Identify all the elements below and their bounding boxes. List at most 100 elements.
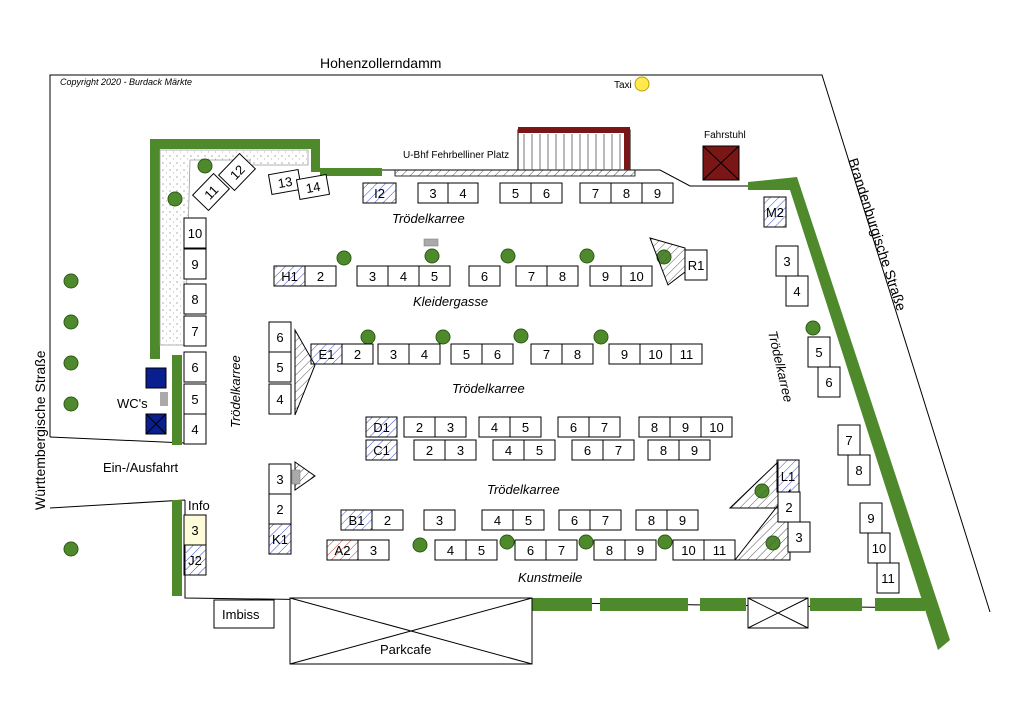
stall-label: 5: [463, 347, 470, 362]
stall-m-10: 10: [867, 532, 891, 564]
stall-c-3: 3: [444, 439, 477, 461]
stall-e-6: 6: [481, 343, 514, 365]
parkcafe-label: Parkcafe: [380, 642, 431, 657]
stall-label: 8: [574, 347, 581, 362]
stall-label: 7: [543, 347, 550, 362]
stall-label: 3: [447, 420, 454, 435]
stall-label: 6: [825, 375, 832, 390]
gray-marker: [291, 469, 301, 485]
stall-a-7: 7: [545, 539, 578, 561]
stall-label: 9: [637, 543, 644, 558]
stall-label: D1: [373, 420, 390, 435]
stall-label: 7: [558, 543, 565, 558]
stall-label: 3: [429, 186, 436, 201]
stall-label: 3: [276, 472, 283, 487]
stall-g-9: 9: [183, 248, 207, 280]
stall-b-B1: B1: [340, 509, 373, 531]
triangles: [294, 237, 791, 561]
stall-label: 4: [191, 422, 198, 437]
stall-m-8: 8: [847, 454, 871, 486]
stall-label: 4: [421, 347, 428, 362]
area-troedel-left: Trödelkarree: [228, 355, 243, 428]
stall-label: 5: [525, 513, 532, 528]
stall-label: 9: [191, 257, 198, 272]
stall-label: 5: [815, 345, 822, 360]
area-troedel-right: Trödelkarree: [765, 329, 796, 403]
stall-label: 5: [522, 420, 529, 435]
stall-c-7: 7: [602, 439, 635, 461]
stall-label: 5: [478, 543, 485, 558]
stall-b-6: 6: [558, 509, 591, 531]
stall-label: 2: [785, 500, 792, 515]
stall-f-5: 5: [268, 351, 292, 383]
stall-d-3: 3: [434, 416, 467, 438]
stall-h-8: 8: [546, 265, 579, 287]
stall-label: 11: [881, 571, 895, 586]
stall-label: A2: [335, 543, 351, 558]
stall-label: 9: [691, 443, 698, 458]
street-west: Württembergische Straße: [32, 350, 48, 510]
wc-block: [145, 367, 168, 435]
stall-label: 8: [855, 463, 862, 478]
stall-label: 8: [623, 186, 630, 201]
ubhf-label: U-Bhf Fehrbelliner Platz: [403, 150, 509, 161]
stall-label: 10: [629, 269, 643, 284]
stall-g-7: 7: [183, 315, 207, 347]
stall-k-3: 3: [268, 463, 292, 495]
stall-h-10: 10: [620, 265, 653, 287]
stall-h-6: 6: [468, 265, 501, 287]
stall-e-10: 10: [639, 343, 672, 365]
stall-a-8: 8: [593, 539, 626, 561]
stall-label: E1: [319, 347, 335, 362]
stall-g-12: 12: [217, 152, 257, 192]
einausfahrt-label: Ein-/Ausfahrt: [103, 460, 179, 475]
stall-b-7: 7: [589, 509, 622, 531]
hedges: [150, 139, 950, 650]
stall-c-6: 6: [571, 439, 604, 461]
stall-label: 3: [457, 443, 464, 458]
stall-label: 3: [370, 543, 377, 558]
stall-label: 3: [390, 347, 397, 362]
stall-label: M2: [766, 205, 784, 220]
stall-b-5: 5: [512, 509, 545, 531]
stall-label: 4: [447, 543, 454, 558]
stall-label: 7: [191, 324, 198, 339]
stall-label: 7: [601, 420, 608, 435]
stall-label: 6: [276, 330, 283, 345]
stall-h-9: 9: [589, 265, 622, 287]
stall-i-7: 7: [579, 182, 612, 204]
stall-label: 4: [459, 186, 466, 201]
stall-a-4: 4: [434, 539, 467, 561]
stall-label: 4: [494, 513, 501, 528]
stall-label: 5: [276, 360, 283, 375]
stall-a-5: 5: [465, 539, 498, 561]
stall-label: 10: [681, 543, 695, 558]
stall-c-2: 2: [413, 439, 446, 461]
stall-label: I2: [374, 186, 385, 201]
fahrstuhl-box: [702, 145, 740, 181]
stall-h-H1: H1: [273, 265, 306, 287]
stall-label: H1: [281, 269, 298, 284]
stall-e-8: 8: [561, 343, 594, 365]
stall-label: 5: [191, 392, 198, 407]
stall-label: 9: [621, 347, 628, 362]
fahrstuhl-label: Fahrstuhl: [704, 130, 746, 141]
stall-label: 2: [426, 443, 433, 458]
stall-label: J2: [188, 553, 202, 568]
stall-i-6: 6: [530, 182, 563, 204]
stall-b-4: 4: [481, 509, 514, 531]
stall-label: 6: [543, 186, 550, 201]
stall-label: 3: [436, 513, 443, 528]
stall-label: 6: [571, 513, 578, 528]
stall-c-8: 8: [647, 439, 680, 461]
stall-a-9: 9: [624, 539, 657, 561]
stall-label: 2: [276, 502, 283, 517]
stall-b-2: 2: [371, 509, 404, 531]
dotted-area: [159, 149, 309, 346]
stall-label: 3: [783, 254, 790, 269]
stall-g-14: 14: [295, 173, 331, 201]
stall-g-5: 5: [183, 383, 207, 415]
stall-label: 8: [606, 543, 613, 558]
stall-label: 13: [277, 174, 294, 191]
stall-label: 10: [188, 226, 202, 241]
